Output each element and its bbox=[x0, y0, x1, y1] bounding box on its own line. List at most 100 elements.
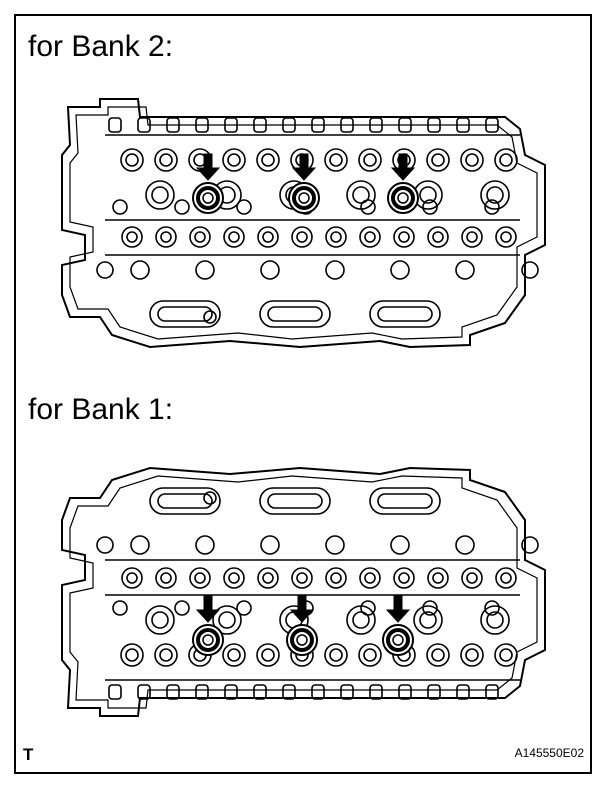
down-arrow-icon bbox=[291, 153, 317, 181]
bolt-hole bbox=[112, 199, 128, 215]
valve-bore-inner bbox=[126, 231, 138, 243]
valve-bore-inner bbox=[499, 648, 513, 662]
bank2-heading: for Bank 2: bbox=[28, 30, 174, 63]
valve-lifter bbox=[398, 684, 412, 700]
plug-tube-inner bbox=[352, 186, 370, 204]
valve-lifter bbox=[224, 117, 238, 133]
valve-bore-inner bbox=[432, 572, 444, 584]
valve-bore bbox=[121, 226, 143, 248]
seal-markers bbox=[192, 153, 419, 656]
valve-bore-inner bbox=[261, 648, 275, 662]
valve-bore-inner bbox=[431, 648, 445, 662]
down-arrow-icon bbox=[195, 595, 221, 623]
valve-bore-inner bbox=[500, 231, 512, 243]
valve-bore-inner bbox=[160, 231, 172, 243]
valve-lifter bbox=[166, 117, 180, 133]
valve-bore-inner bbox=[431, 153, 445, 167]
seal-ring-icon-core bbox=[202, 634, 214, 646]
valve-bore-inner bbox=[194, 572, 206, 584]
valve-bore bbox=[494, 148, 518, 172]
valve-lifter bbox=[195, 117, 209, 133]
plug-tube-inner bbox=[151, 186, 169, 204]
valve-lifter bbox=[456, 684, 470, 700]
plug-tube bbox=[212, 605, 242, 635]
valve-bore-inner bbox=[125, 648, 139, 662]
seal-ring-icon-band bbox=[292, 186, 316, 210]
valve-bore bbox=[461, 567, 483, 589]
valve-bore bbox=[120, 148, 144, 172]
valve-bore-inner bbox=[126, 572, 138, 584]
plug-tube-inner bbox=[352, 611, 370, 629]
valve-bore-inner bbox=[499, 153, 513, 167]
valve-bore bbox=[325, 567, 347, 589]
valve-bore bbox=[121, 567, 143, 589]
valve-bore bbox=[189, 226, 211, 248]
valve-lifter bbox=[253, 684, 267, 700]
valve-bore bbox=[223, 567, 245, 589]
seal-ring-icon-core bbox=[392, 634, 404, 646]
port-opening bbox=[369, 300, 441, 328]
valve-bore bbox=[291, 567, 313, 589]
valve-lifter bbox=[369, 684, 383, 700]
bolt-hole bbox=[360, 600, 376, 616]
plug-tube-inner bbox=[218, 611, 236, 629]
valve-bore-inner bbox=[227, 153, 241, 167]
bolt-hole bbox=[325, 535, 345, 555]
valve-bore bbox=[359, 226, 381, 248]
valve-bore-inner bbox=[465, 153, 479, 167]
head-outline bbox=[61, 466, 546, 717]
valve-lifter bbox=[398, 117, 412, 133]
valve-bore bbox=[256, 148, 280, 172]
port-inner bbox=[157, 306, 213, 322]
port-opening bbox=[259, 300, 331, 328]
plug-tube-inner bbox=[419, 186, 437, 204]
bolt-hole bbox=[455, 535, 475, 555]
valve-bore bbox=[426, 643, 450, 667]
seal-ring-icon-band bbox=[290, 628, 314, 652]
end-hole bbox=[203, 310, 217, 324]
seal-ring-icon-band bbox=[196, 628, 220, 652]
bolt-hole bbox=[130, 260, 150, 280]
plug-tube bbox=[480, 180, 510, 210]
bolt-hole bbox=[260, 535, 280, 555]
down-arrow-icon bbox=[195, 153, 221, 181]
valve-lifter bbox=[137, 117, 151, 133]
valve-bore-inner bbox=[465, 648, 479, 662]
port-opening bbox=[149, 300, 221, 328]
reference-code: A145550E02 bbox=[514, 746, 584, 760]
valve-bore bbox=[155, 226, 177, 248]
valve-bore bbox=[460, 643, 484, 667]
valve-bore-inner bbox=[330, 572, 342, 584]
bolt-hole bbox=[195, 260, 215, 280]
seal-ring-icon-band bbox=[391, 186, 415, 210]
valve-bore-inner bbox=[466, 572, 478, 584]
plug-tube-inner bbox=[151, 611, 169, 629]
bolt-hole bbox=[422, 199, 438, 215]
valve-bore-inner bbox=[228, 572, 240, 584]
valve-lifter bbox=[166, 684, 180, 700]
seal-ring-icon-core bbox=[296, 634, 308, 646]
seal-ring-icon-band bbox=[196, 186, 220, 210]
valve-bore-inner bbox=[329, 648, 343, 662]
corner-mark: T bbox=[23, 745, 34, 764]
valve-bore bbox=[324, 643, 348, 667]
bank1-cylinder-head bbox=[61, 466, 546, 717]
bolt-hole bbox=[455, 260, 475, 280]
bolt-hole bbox=[260, 260, 280, 280]
valve-bore bbox=[495, 226, 517, 248]
valve-bore bbox=[494, 643, 518, 667]
end-hole bbox=[521, 261, 539, 279]
bank2-cylinder-head bbox=[61, 98, 546, 349]
valve-bore bbox=[256, 643, 280, 667]
valve-bore bbox=[189, 567, 211, 589]
valve-bore bbox=[154, 148, 178, 172]
down-arrow-icon bbox=[289, 595, 315, 623]
seal-ring-icon-core bbox=[397, 192, 409, 204]
valve-lifter bbox=[108, 684, 122, 700]
valve-lifter bbox=[340, 684, 354, 700]
head-inner-contour bbox=[69, 106, 538, 340]
valve-lifter bbox=[282, 117, 296, 133]
valve-lifter bbox=[456, 117, 470, 133]
valve-bore-inner bbox=[262, 231, 274, 243]
